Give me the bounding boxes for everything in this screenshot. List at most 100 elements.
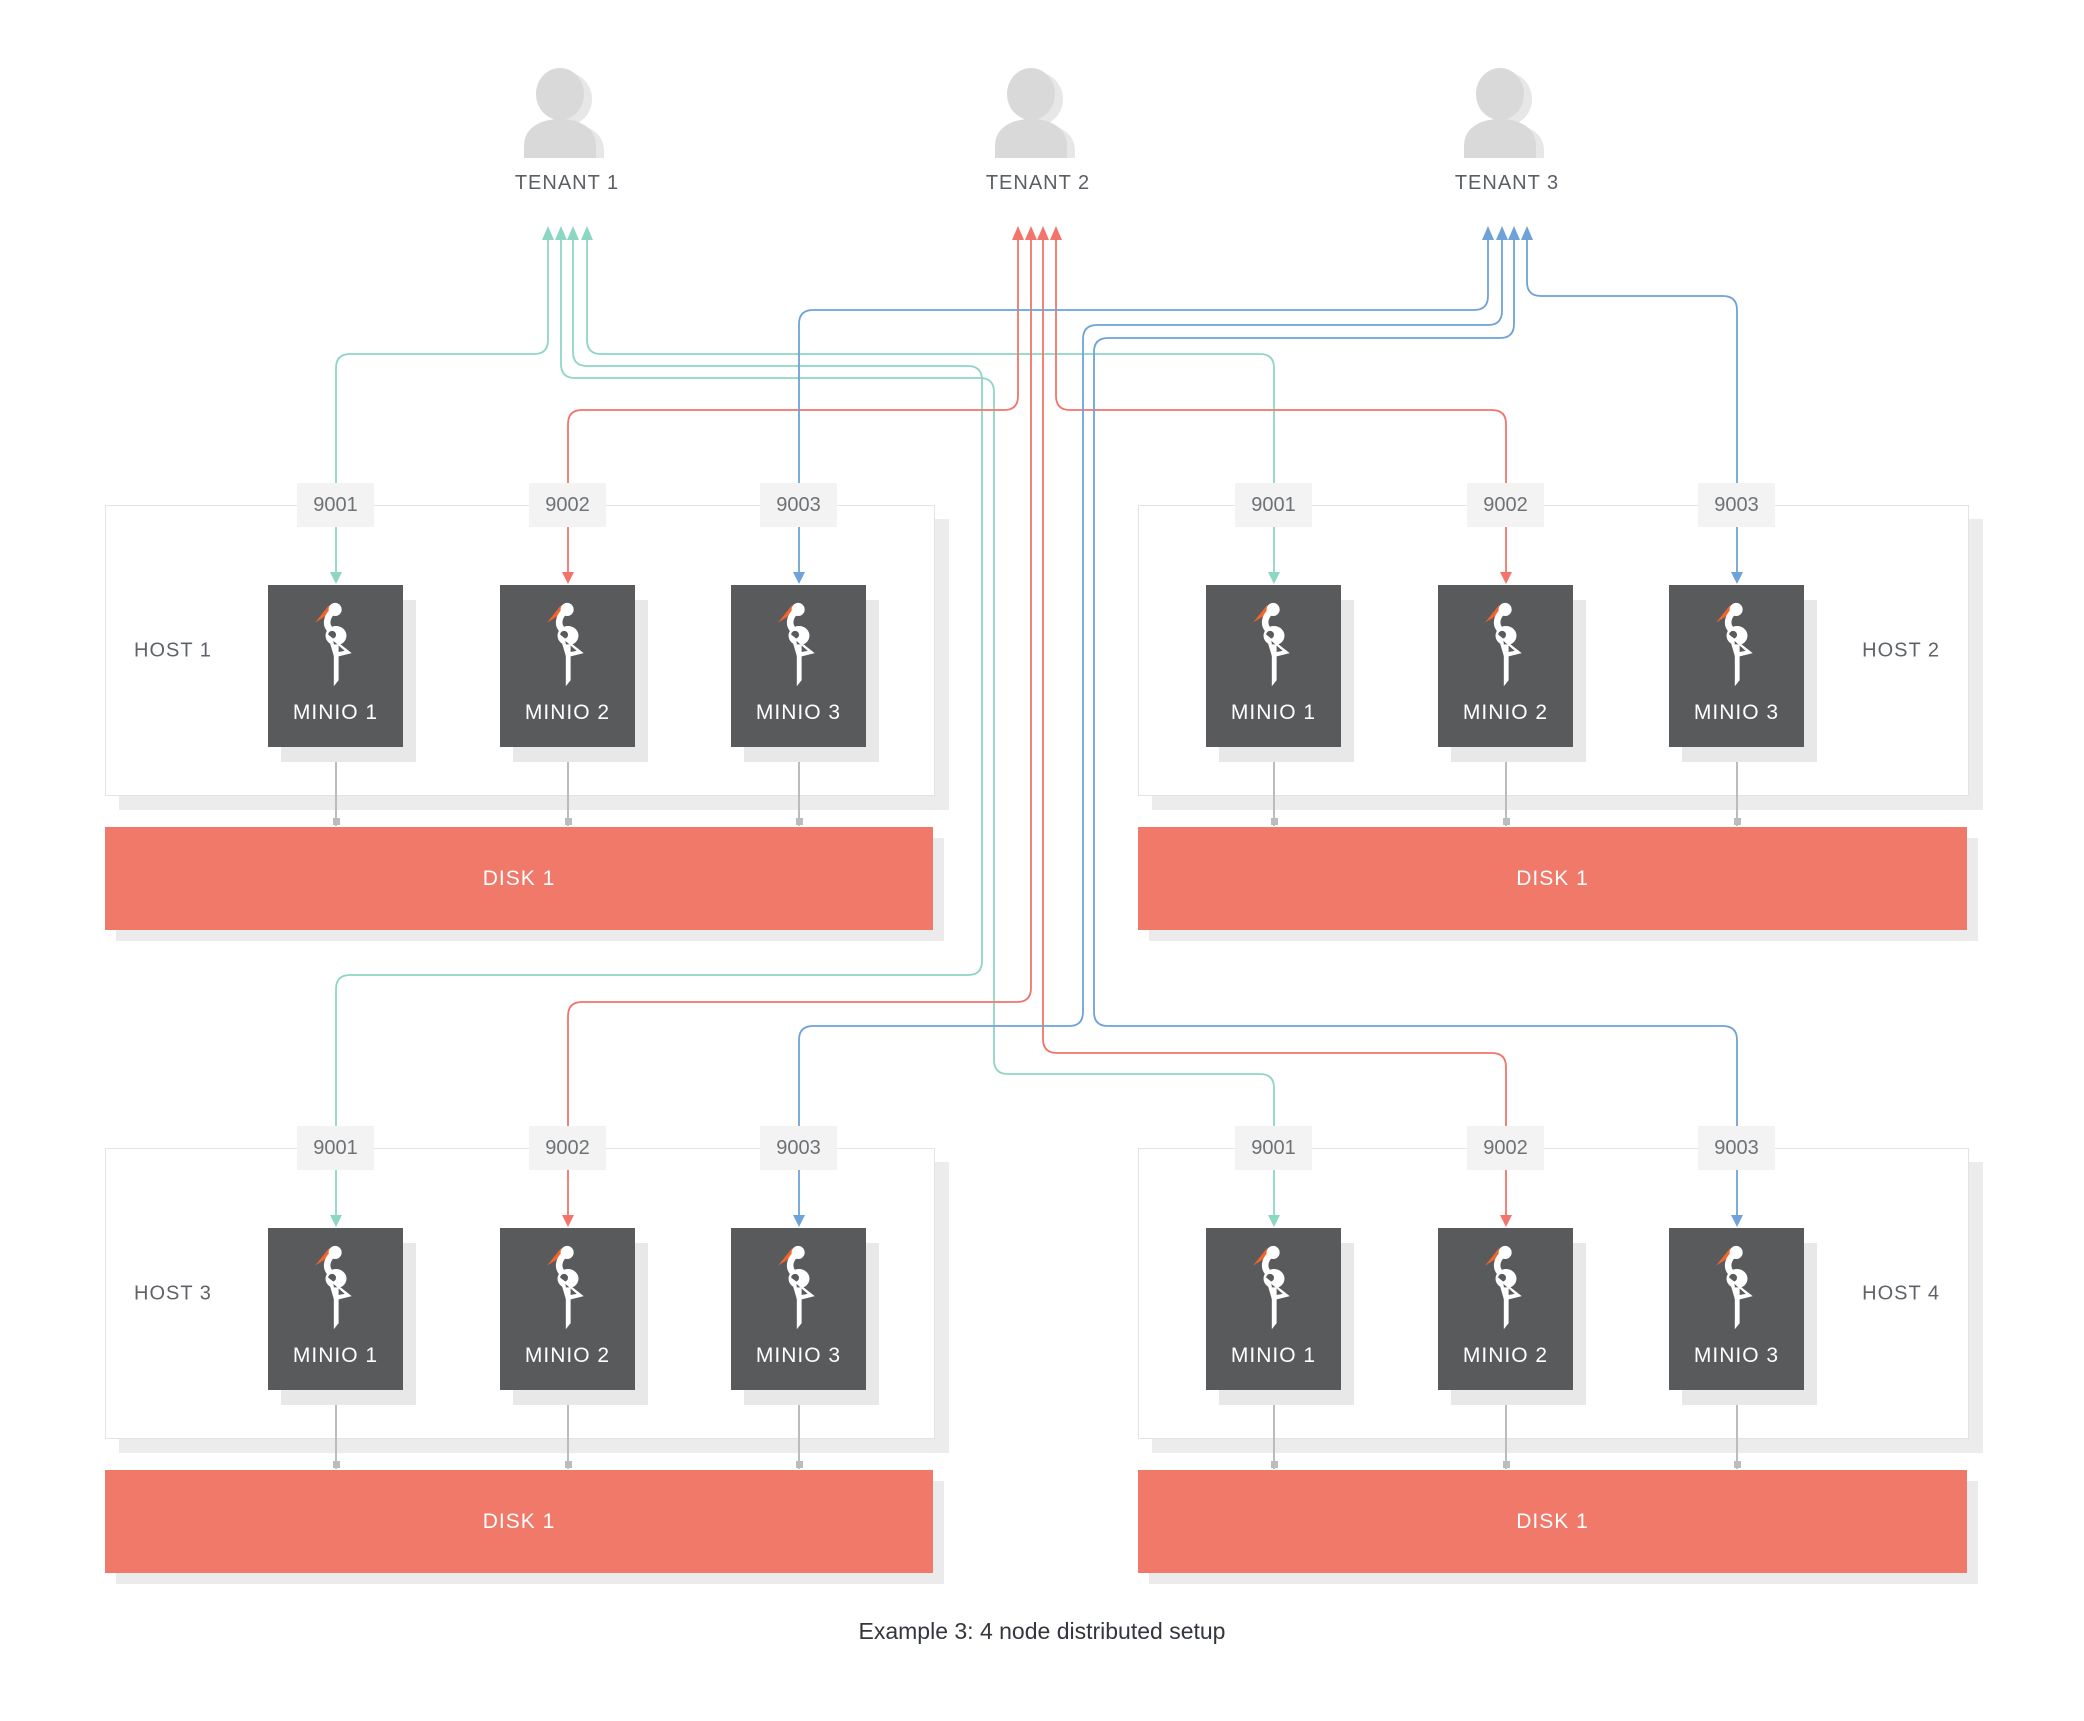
- minio-stork-icon: [541, 1242, 595, 1343]
- host-4-disk: DISK 1: [1138, 1470, 1967, 1573]
- arrowhead: [1268, 572, 1280, 584]
- minio-stork-icon: [772, 599, 826, 700]
- arrowhead: [567, 226, 579, 240]
- host-3-disk: DISK 1: [105, 1470, 933, 1573]
- tenant-1: TENANT 1: [487, 66, 647, 195]
- tenant-2: TENANT 2: [958, 66, 1118, 195]
- minio-stork-icon: [772, 1242, 826, 1343]
- minio-stork-icon: [1247, 599, 1301, 700]
- minio-node-label: MINIO 3: [755, 701, 842, 724]
- host-4-minio-3: MINIO 3: [1669, 1228, 1804, 1390]
- arrowhead: [793, 572, 805, 584]
- tenant1-connectors: [330, 226, 1280, 1227]
- arrowhead: [1012, 226, 1024, 240]
- node-disk-links: [333, 748, 1741, 1469]
- arrowhead: [793, 1215, 805, 1227]
- tenant2-host4-connector: [1042, 240, 1507, 1215]
- host-4-port-9002: 9002: [1467, 1126, 1544, 1170]
- host-3-minio-2: MINIO 2: [500, 1228, 635, 1390]
- arrowhead: [555, 226, 567, 240]
- host-1-label: HOST 1: [134, 639, 212, 661]
- minio-node-label: MINIO 3: [1693, 701, 1780, 724]
- minio-stork-icon: [541, 599, 595, 700]
- arrowhead: [1500, 1215, 1512, 1227]
- minio-node-label: MINIO 3: [1693, 1344, 1780, 1367]
- user-icon: [988, 66, 1088, 163]
- tenant-label: TENANT 2: [985, 172, 1091, 194]
- host-1-minio-2: MINIO 2: [500, 585, 635, 747]
- host-2-label: HOST 2: [1862, 639, 1940, 661]
- user-icon: [517, 66, 617, 163]
- host-1-minio-3: MINIO 3: [731, 585, 866, 747]
- host-2-minio-3: MINIO 3: [1669, 585, 1804, 747]
- host-3-port-9002: 9002: [529, 1126, 606, 1170]
- minio-stork-icon: [309, 1242, 363, 1343]
- minio-node-label: MINIO 1: [292, 1344, 379, 1367]
- arrowhead: [1037, 226, 1049, 240]
- disk-label: DISK 1: [482, 1509, 556, 1533]
- tenant-3: TENANT 3: [1427, 66, 1587, 195]
- host-3-port-9003: 9003: [760, 1126, 837, 1170]
- arrowhead: [1731, 1215, 1743, 1227]
- host-2-port-9001: 9001: [1235, 483, 1312, 527]
- host-2-port-9003: 9003: [1698, 483, 1775, 527]
- arrowhead: [1268, 1215, 1280, 1227]
- tenant3-host1-connector: [798, 240, 1489, 572]
- tenant3-host3-connector: [798, 240, 1503, 1215]
- minio-stork-icon: [1479, 599, 1533, 700]
- user-icon: [1457, 66, 1557, 163]
- host-4-port-9001: 9001: [1235, 1126, 1312, 1170]
- tenant2-connectors: [562, 226, 1512, 1227]
- host-2-disk: DISK 1: [1138, 827, 1967, 930]
- arrowhead: [562, 572, 574, 584]
- arrowhead: [1521, 226, 1533, 240]
- minio-stork-icon: [1247, 1242, 1301, 1343]
- node-disk-link-row1: [333, 748, 1741, 826]
- host-4-port-9003: 9003: [1698, 1126, 1775, 1170]
- arrowhead: [330, 1215, 342, 1227]
- arrowhead: [1508, 226, 1520, 240]
- host-2-minio-2: MINIO 2: [1438, 585, 1573, 747]
- disk-label: DISK 1: [482, 866, 556, 890]
- host-3-port-9001: 9001: [297, 1126, 374, 1170]
- host-1-port-9001: 9001: [297, 483, 374, 527]
- disk-label: DISK 1: [1516, 1509, 1589, 1533]
- tenant1-host1-connector: [335, 240, 549, 572]
- minio-node-label: MINIO 3: [755, 1344, 842, 1367]
- arrowhead: [1025, 226, 1037, 240]
- arrowhead: [562, 1215, 574, 1227]
- host-2-port-9002: 9002: [1467, 483, 1544, 527]
- arrowhead: [581, 226, 593, 240]
- tenant2-host2-connector: [1055, 240, 1507, 572]
- minio-stork-icon: [309, 599, 363, 700]
- host-1-port-9003: 9003: [760, 483, 837, 527]
- minio-node-label: MINIO 2: [1462, 701, 1549, 724]
- host-3-minio-3: MINIO 3: [731, 1228, 866, 1390]
- minio-node-label: MINIO 2: [524, 701, 611, 724]
- tenant3-host2-connector: [1526, 240, 1738, 572]
- host-1-port-9002: 9002: [529, 483, 606, 527]
- tenant1-host2-connector: [586, 240, 1275, 572]
- tenant3-host4-connector: [1093, 240, 1738, 1215]
- tenant-label: TENANT 3: [1454, 172, 1560, 194]
- minio-stork-icon: [1710, 1242, 1764, 1343]
- arrowhead: [1050, 226, 1062, 240]
- host-3-label: HOST 3: [134, 1282, 212, 1304]
- minio-node-label: MINIO 2: [1462, 1344, 1549, 1367]
- arrowhead: [542, 226, 554, 240]
- tenant3-connectors: [793, 226, 1743, 1227]
- tenant2-host1-connector: [567, 240, 1019, 572]
- node-disk-link-row2: [333, 1391, 1741, 1469]
- host-3-minio-1: MINIO 1: [268, 1228, 403, 1390]
- minio-node-label: MINIO 1: [292, 701, 379, 724]
- arrowhead: [1496, 226, 1508, 240]
- arrowhead: [1731, 572, 1743, 584]
- arrowhead: [330, 572, 342, 584]
- host-4-minio-1: MINIO 1: [1206, 1228, 1341, 1390]
- tenant1-host4-connector: [560, 240, 1275, 1215]
- minio-node-label: MINIO 1: [1230, 701, 1317, 724]
- host-4-label: HOST 4: [1862, 1282, 1940, 1304]
- disk-label: DISK 1: [1516, 866, 1589, 890]
